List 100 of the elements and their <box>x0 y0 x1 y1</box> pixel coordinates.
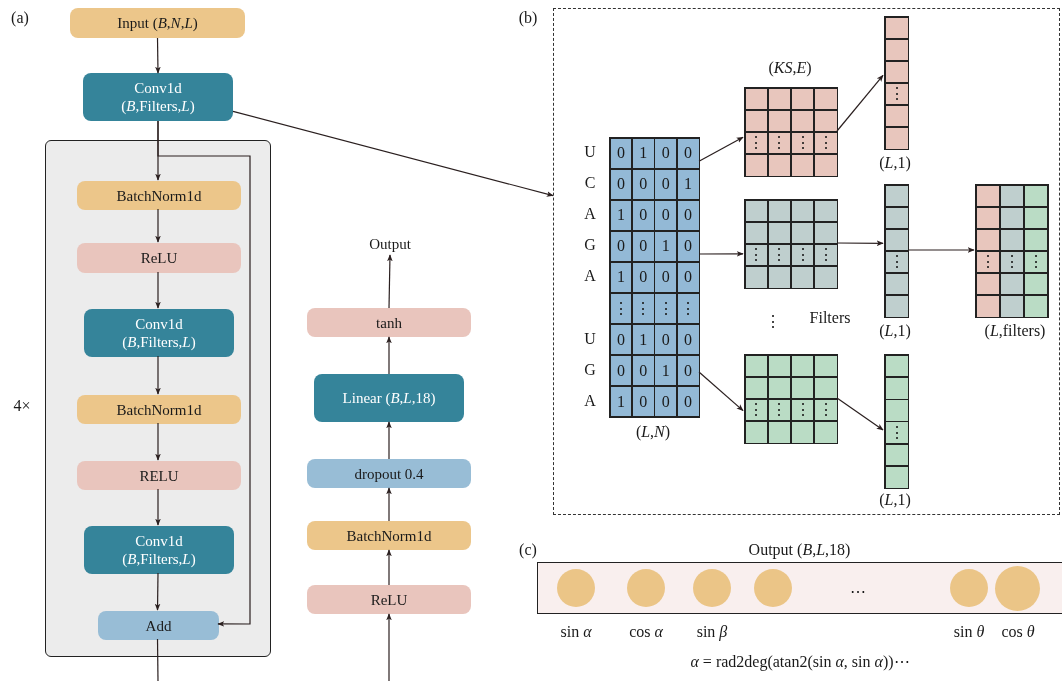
arrow <box>386 549 392 586</box>
feature-map <box>975 184 1049 318</box>
layer-label: RELU <box>139 466 179 485</box>
arrow <box>155 422 161 461</box>
layer-label: tanh <box>376 313 402 332</box>
formula: α = rad2deg(atan2(sin α, sin α))⋯ <box>690 652 910 673</box>
grid-cell: 1 <box>655 355 677 386</box>
layer-box <box>77 395 241 424</box>
output-label: Output <box>369 234 411 254</box>
grid-cell: ⋮ <box>768 399 791 421</box>
grid-cell: 0 <box>677 355 699 386</box>
arrow <box>387 254 393 309</box>
layer-label: Conv1d (B,Filters,L) <box>121 315 197 351</box>
arrow <box>907 247 975 253</box>
feature-vector <box>884 184 909 318</box>
layer-label: Linear (B,L,18) <box>342 389 436 407</box>
grid-cell: ⋮ <box>814 244 837 266</box>
grid-cell: ⋮ <box>655 293 677 324</box>
ellipsis: ⋯ <box>850 582 866 602</box>
arrow <box>232 110 554 197</box>
arrow <box>386 487 392 522</box>
grid-cell: 0 <box>632 355 654 386</box>
grid-cell: 0 <box>610 324 632 355</box>
arrow <box>155 271 161 309</box>
arrow <box>157 120 251 627</box>
layer-box <box>77 461 241 490</box>
grid-cell: 0 <box>677 324 699 355</box>
layer-box <box>77 243 241 273</box>
grid-cell: ⋮ <box>814 399 837 421</box>
grid-cell: ⋮ <box>610 293 632 324</box>
layer-box <box>70 8 245 38</box>
layer-box <box>77 181 241 210</box>
grid-cell: 0 <box>655 386 677 417</box>
grid-cell: 1 <box>610 386 632 417</box>
grid-cell: ⋮ <box>885 422 908 443</box>
layer-box <box>307 308 471 337</box>
grid-cell: ⋮ <box>745 132 768 154</box>
base-letter: A <box>584 266 596 286</box>
grid-cell: 0 <box>655 324 677 355</box>
grid-cell: ⋮ <box>885 83 908 105</box>
grid-cell: ⋮ <box>976 251 1000 273</box>
grid-cell: ⋮ <box>745 399 768 421</box>
layer-label: BatchNorm1d <box>116 400 202 419</box>
layer-box <box>83 73 233 121</box>
base-letter: C <box>584 173 596 193</box>
arrow <box>836 74 884 132</box>
shape-label: (KS,E) <box>768 58 812 78</box>
layer-label: Input (B,N,L) <box>117 14 198 32</box>
feature-vector <box>884 16 909 150</box>
layer-label: ReLU <box>370 590 408 609</box>
filter-kernel <box>744 87 838 177</box>
grid-cell: 1 <box>632 138 654 169</box>
layer-label: Conv1d (B,Filters,L) <box>121 532 197 568</box>
panel-label: (b) <box>518 8 538 29</box>
grid-cell: ⋮ <box>1024 251 1048 273</box>
grid-cell: 0 <box>632 231 654 262</box>
grid-cell: 0 <box>610 138 632 169</box>
arrow <box>155 37 161 74</box>
arrow <box>386 421 392 460</box>
grid-cell: ⋮ <box>677 293 699 324</box>
arrow <box>698 251 744 257</box>
grid-cell: ⋮ <box>885 251 908 273</box>
layer-label: dropout 0.4 <box>354 464 424 483</box>
base-letter: A <box>584 391 596 411</box>
grid-cell: ⋮ <box>632 293 654 324</box>
grid-cell: ⋮ <box>768 132 791 154</box>
grid-cell: 0 <box>610 231 632 262</box>
grid-cell: ⋮ <box>791 244 814 266</box>
layer-label: Add <box>145 616 172 635</box>
layer-box <box>307 521 471 550</box>
arrow <box>836 240 884 247</box>
arrow <box>698 371 744 412</box>
arrow <box>698 136 744 162</box>
panel-frame <box>553 8 1060 515</box>
shape-label: (L,1) <box>879 153 911 174</box>
grid-cell: 0 <box>677 262 699 293</box>
output-name: cos α <box>629 622 663 642</box>
grid-cell: 1 <box>610 200 632 231</box>
layer-label: Conv1d (B,Filters,L) <box>120 79 196 115</box>
ellipsis: ⋮ <box>765 312 781 332</box>
grid-cell: 0 <box>655 200 677 231</box>
arrow <box>386 336 392 375</box>
layer-box <box>84 309 234 357</box>
layer-box <box>307 459 471 488</box>
arrow <box>155 488 161 526</box>
shape-label: (L,1) <box>879 321 911 342</box>
grid-cell: 0 <box>610 169 632 200</box>
grid-cell: ⋮ <box>745 244 768 266</box>
base-letter: G <box>584 235 596 255</box>
layer-label: BatchNorm1d <box>346 526 432 545</box>
grid-cell: 0 <box>677 386 699 417</box>
shape-label: (L,N) <box>635 422 671 443</box>
layer-box <box>84 526 234 574</box>
filter-kernel <box>744 354 838 444</box>
output-name: sin θ <box>953 622 985 642</box>
feature-vector <box>884 354 909 489</box>
grid-cell: 0 <box>677 138 699 169</box>
grid-cell: 0 <box>655 138 677 169</box>
layer-box <box>98 611 219 640</box>
base-letter: G <box>584 360 596 380</box>
